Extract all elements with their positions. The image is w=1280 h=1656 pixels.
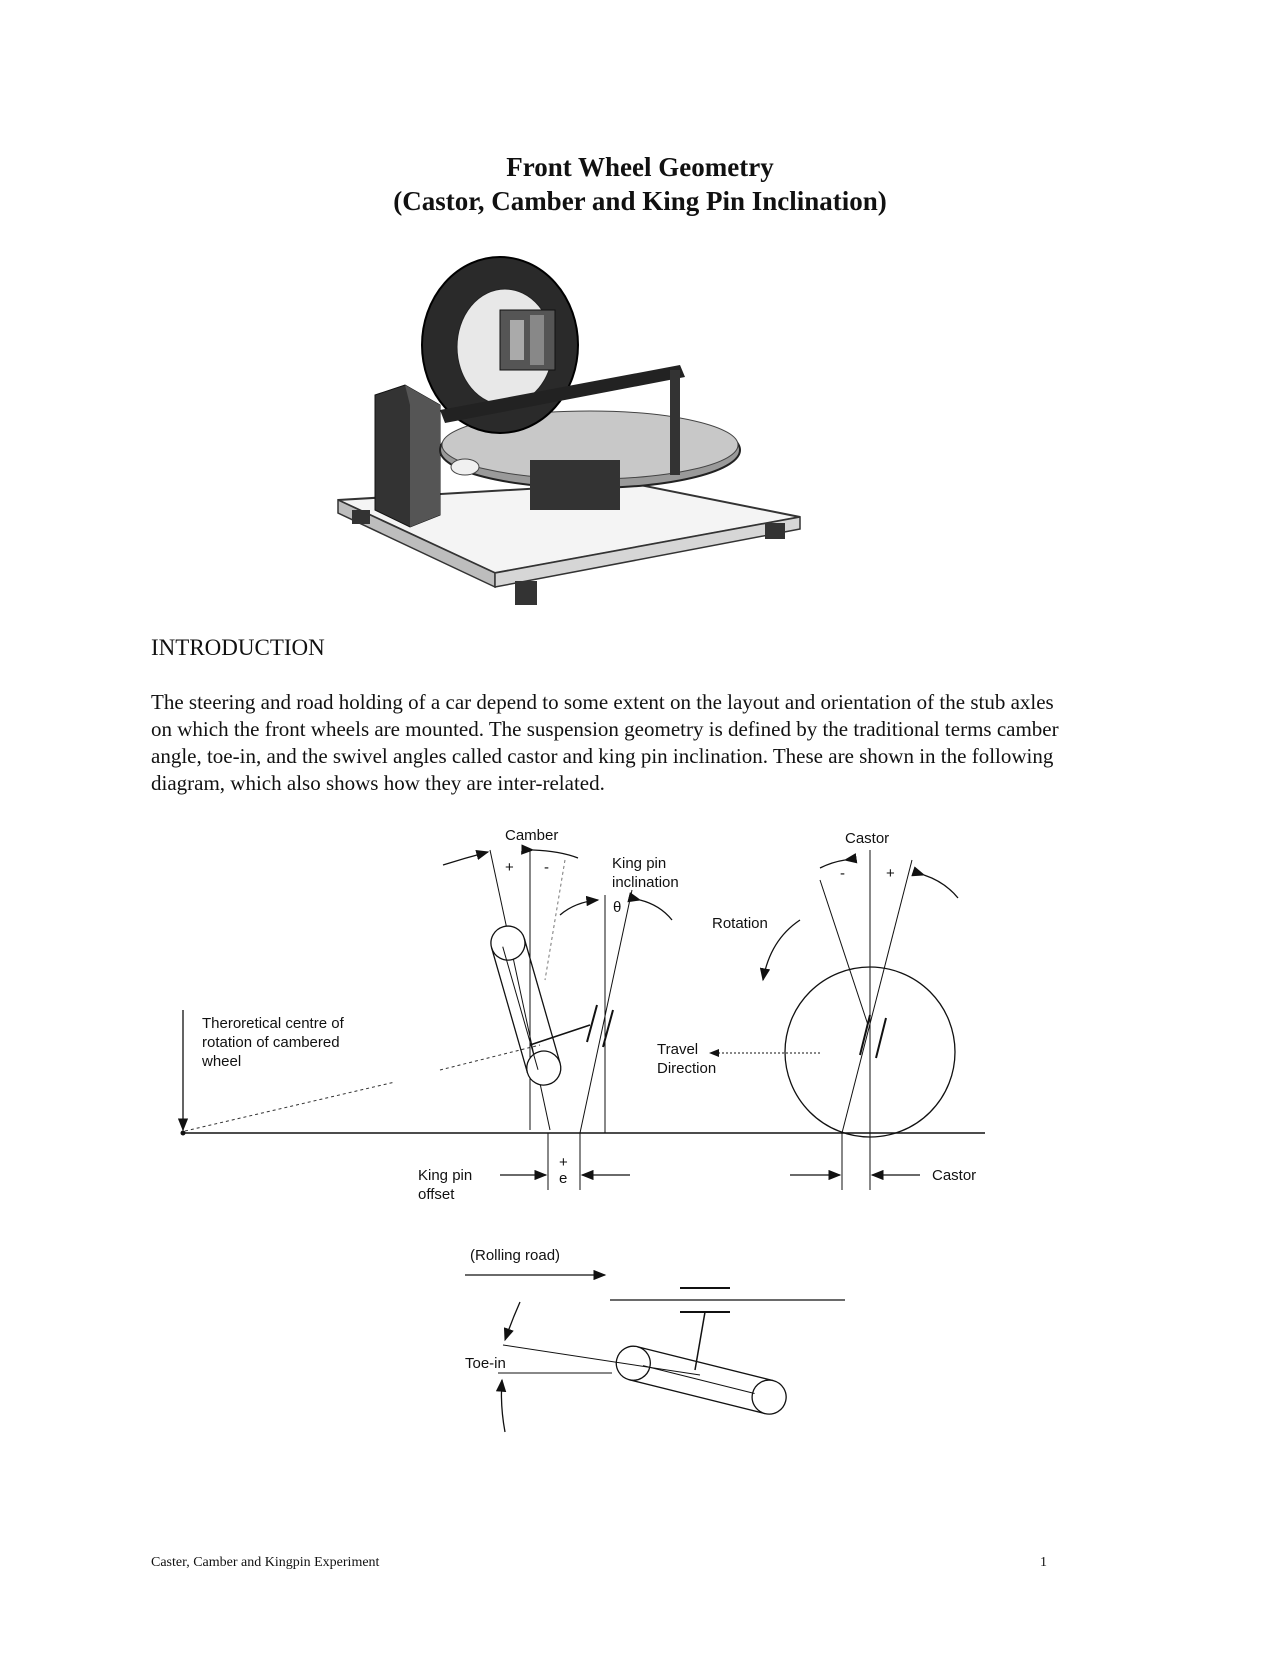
toe-in-wheel — [615, 1345, 787, 1415]
kingpin-inclination-label: King pin — [612, 855, 666, 872]
paragraph-line: The steering and road holding of a car d… — [151, 690, 1054, 714]
paragraph-line: diagram, which also shows how they are i… — [151, 771, 605, 795]
hub-mechanism — [499, 309, 556, 371]
castor-plus: + — [886, 865, 895, 882]
stub-axle — [529, 1024, 591, 1046]
document-subtitle: (Castor, Camber and King Pin Inclination… — [393, 186, 887, 216]
foot — [352, 510, 370, 524]
rotation-label: Rotation — [712, 915, 768, 932]
intro-paragraph: The steering and road holding of a car d… — [151, 689, 1141, 797]
rolling-road-label: (Rolling road) — [470, 1247, 560, 1264]
rotation-arrow — [759, 919, 801, 982]
toe-in-line — [502, 1344, 701, 1376]
support-arm — [440, 365, 685, 423]
camber-label: Camber — [505, 827, 558, 844]
travel-label: Travel — [657, 1041, 698, 1058]
wheel-geometry-diagram: Theroretical centre of rotation of cambe… — [177, 827, 985, 1433]
kingpin-axis — [579, 889, 633, 1134]
footer-title: Caster, Camber and Kingpin Experiment — [151, 1555, 380, 1570]
kingpin-inclination-label: inclination — [612, 874, 679, 891]
camber-arc-arrow — [442, 849, 490, 866]
offset-plus: + — [559, 1154, 568, 1171]
apparatus-photo — [337, 256, 801, 605]
document-title: Front Wheel Geometry — [506, 152, 774, 182]
castor-bottom-label: Castor — [932, 1167, 976, 1184]
travel-label: Direction — [657, 1060, 716, 1077]
theoretical-label: rotation of cambered — [202, 1034, 340, 1051]
foot — [515, 581, 537, 605]
kingpin-offset-label: King pin — [418, 1167, 472, 1184]
castor-top-label: Castor — [845, 830, 889, 847]
toe-in-label: Toe-in — [465, 1355, 506, 1372]
castor-minus: - — [840, 865, 845, 882]
theoretical-label: wheel — [201, 1053, 241, 1070]
kingpin-offset-label: offset — [418, 1186, 455, 1203]
page-number: 1 — [1040, 1555, 1047, 1570]
castor-axis — [841, 859, 913, 1134]
theoretical-label: Theroretical centre of — [202, 1015, 345, 1032]
cambered-wheel — [490, 925, 562, 1086]
camber-tilt-line — [489, 849, 551, 1131]
camber-plus: + — [505, 859, 514, 876]
paragraph-line: on which the front wheels are mounted. T… — [151, 717, 1059, 741]
camber-minus: - — [544, 859, 549, 876]
theta-symbol: θ — [613, 899, 621, 916]
foot — [765, 523, 785, 539]
paragraph-line: angle, toe-in, and the swivel angles cal… — [151, 744, 1054, 768]
section-heading: INTRODUCTION — [151, 635, 325, 660]
offset-e: e — [559, 1170, 567, 1187]
